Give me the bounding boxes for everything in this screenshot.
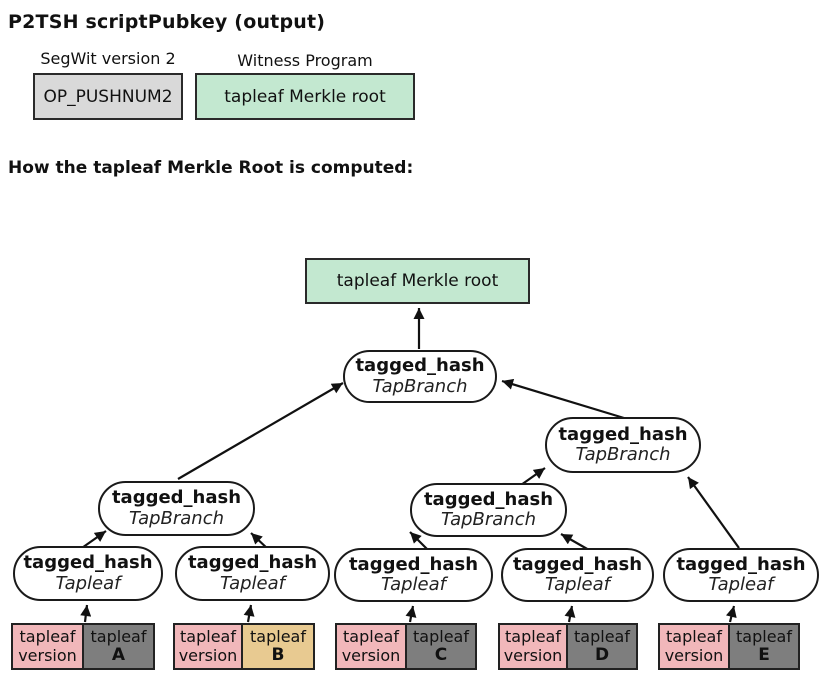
arrow-leafC-to-tapleafC: [405, 605, 417, 623]
leaf-version-line: version: [503, 645, 563, 665]
leaf-script-line: tapleaf: [90, 626, 147, 646]
node-fn-label: tagged_hash: [23, 552, 153, 574]
leaf-script-id: C: [434, 644, 448, 665]
leaf-script-id: D: [594, 644, 610, 665]
leaf-script-box-D: tapleaf D: [566, 623, 638, 670]
node-tapleaf-A: tagged_hash Tapleaf: [13, 546, 163, 601]
leaf-version-box-A: tapleaf version: [11, 623, 84, 670]
witness-program-value: tapleaf Merkle root: [224, 86, 386, 107]
leaf-script-box-B: tapleaf B: [241, 623, 315, 670]
node-tag-label: Tapleaf: [380, 574, 446, 595]
leaf-version-line: version: [341, 645, 401, 665]
witness-program-label: Witness Program: [237, 51, 373, 70]
arrow-leafB-to-tapleafB: [243, 604, 255, 623]
page-title: P2TSH scriptPubkey (output): [8, 11, 326, 33]
node-tapleaf-B: tagged_hash Tapleaf: [175, 546, 330, 601]
arrow-rightbranch-to-rootbranch: [501, 378, 625, 420]
leaf-script-box-A: tapleaf A: [82, 623, 155, 670]
node-tapbranch-root: tagged_hash TapBranch: [343, 350, 497, 403]
node-fn-label: tagged_hash: [355, 355, 485, 377]
leaf-script-box-C: tapleaf C: [405, 623, 477, 670]
segwit-version-label: SegWit version 2: [40, 49, 176, 68]
section-heading: How the tapleaf Merkle Root is computed:: [8, 158, 414, 178]
leaf-version-line: tapleaf: [343, 627, 399, 647]
node-tapleaf-D: tagged_hash Tapleaf: [501, 548, 654, 602]
leaf-version-line: tapleaf: [666, 627, 722, 647]
leaf-version-line: tapleaf: [505, 627, 561, 647]
leaf-script-line: tapleaf: [574, 626, 630, 646]
node-fn-label: tagged_hash: [187, 552, 318, 574]
leaf-script-line: tapleaf: [736, 626, 792, 646]
node-tapleaf-E: tagged_hash Tapleaf: [663, 548, 819, 602]
arrow-tapleafE-to-rightbranch: [687, 476, 740, 549]
node-tag-label: TapBranch: [372, 375, 468, 397]
leaf-version-box-C: tapleaf version: [335, 623, 407, 670]
segwit-version-value: OP_PUSHNUM2: [43, 86, 173, 107]
node-tag-label: Tapleaf: [708, 574, 774, 595]
node-tapbranch-mid: tagged_hash TapBranch: [410, 483, 567, 537]
arrow-midbranch-to-rightbranch: [520, 467, 546, 486]
arrow-leafE-to-tapleafE: [725, 605, 737, 623]
merkle-root-box: tapleaf Merkle root: [305, 258, 530, 304]
node-fn-label: tagged_hash: [111, 487, 242, 509]
node-fn-label: tagged_hash: [512, 553, 643, 575]
node-tag-label: TapBranch: [440, 509, 537, 530]
node-fn-label: tagged_hash: [676, 553, 806, 575]
arrow-tapleafC-to-midbranch: [409, 531, 428, 550]
node-tapleaf-C: tagged_hash Tapleaf: [334, 548, 493, 602]
node-tapbranch-right: tagged_hash TapBranch: [545, 417, 701, 473]
leaf-version-box-B: tapleaf version: [173, 623, 243, 670]
leaf-version-line: version: [18, 645, 77, 665]
node-tapbranch-left: tagged_hash TapBranch: [98, 481, 255, 536]
segwit-version-box: OP_PUSHNUM2: [33, 73, 183, 120]
leaf-version-line: version: [178, 645, 238, 665]
node-fn-label: tagged_hash: [348, 553, 479, 575]
leaf-script-id: B: [271, 644, 285, 665]
node-fn-label: tagged_hash: [558, 423, 688, 445]
arrow-leftbranch-to-rootbranch: [177, 382, 344, 480]
arrow-leafD-to-tapleafD: [564, 605, 576, 623]
leaf-script-line: tapleaf: [250, 626, 306, 646]
arrow-leafA-to-tapleafA: [80, 604, 92, 623]
merkle-root-label: tapleaf Merkle root: [336, 271, 499, 291]
leaf-version-line: tapleaf: [180, 627, 236, 647]
node-tag-label: Tapleaf: [55, 572, 121, 594]
leaf-version-box-D: tapleaf version: [498, 623, 568, 670]
leaf-version-line: tapleaf: [19, 627, 76, 647]
node-tag-label: TapBranch: [128, 507, 225, 529]
node-tag-label: TapBranch: [575, 444, 671, 465]
node-tag-label: Tapleaf: [219, 572, 285, 594]
node-tag-label: Tapleaf: [544, 574, 610, 595]
leaf-version-box-E: tapleaf version: [658, 623, 730, 670]
leaf-script-id: E: [758, 644, 770, 665]
leaf-script-id: A: [111, 644, 126, 665]
arrow-tapleafD-to-midbranch: [560, 533, 590, 551]
witness-program-box: tapleaf Merkle root: [195, 73, 415, 120]
node-fn-label: tagged_hash: [423, 488, 554, 510]
leaf-script-box-E: tapleaf E: [728, 623, 800, 670]
leaf-version-line: version: [664, 645, 724, 665]
leaf-script-line: tapleaf: [413, 626, 469, 646]
